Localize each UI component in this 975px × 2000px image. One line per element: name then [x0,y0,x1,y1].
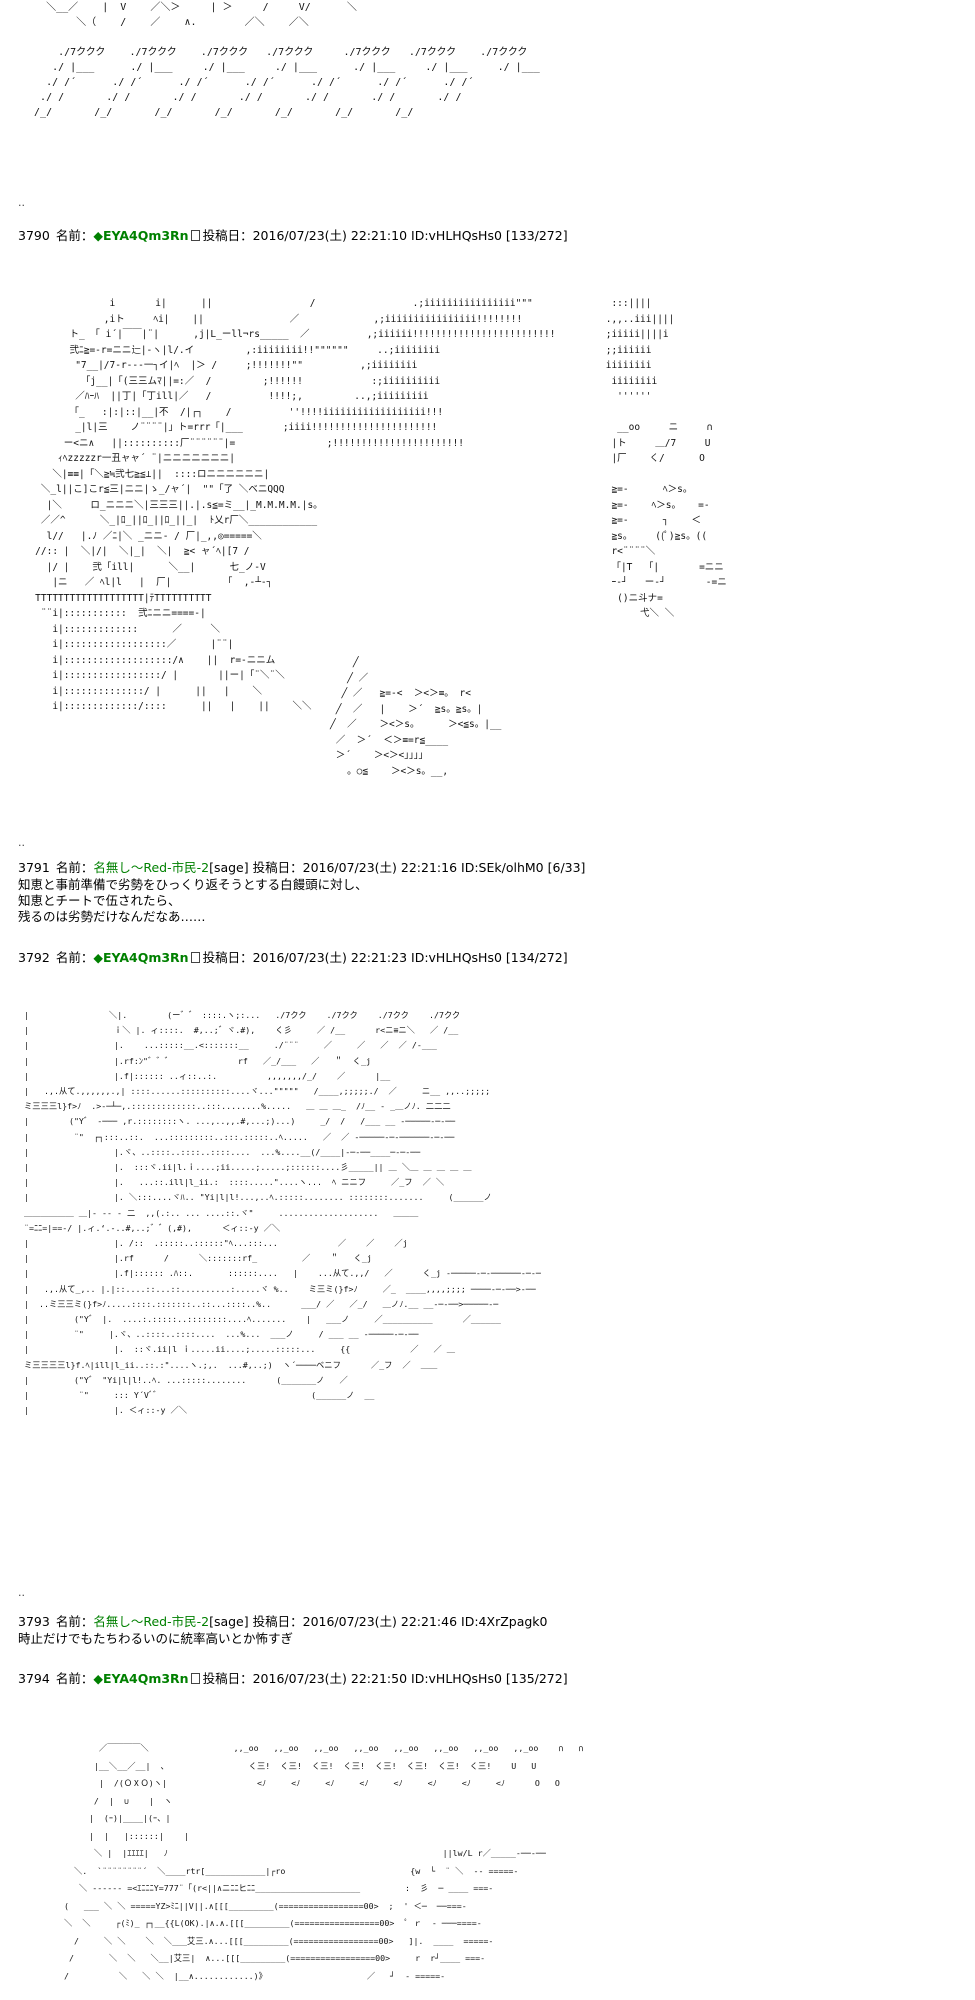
post-number[interactable]: 3792 [18,950,50,965]
ascii-art-3790-left: i i| || / .;iiiiiiiiiiiiiiii""" ,iト ﾍi| … [35,298,556,712]
date-label: 投稿日： [252,1614,303,1629]
name-label: 名前： [55,1671,94,1686]
post-number[interactable]: 3794 [18,1671,50,1686]
date-label: 投稿日： [202,950,253,965]
ascii-art-3792: | ＼|. (ー゛゛ ::::.ヽ;:... ./7クク ./7クク ./7クク… [23,1010,541,1416]
body-line: 残るのは劣勢だけなんだなあ…… [18,909,206,924]
post-count: [133/272] [505,228,568,243]
name-label: 名前： [55,950,94,965]
post-body-3793: 時止だけでもたちわるいのに統率高いとか怖すぎ [18,1631,293,1647]
poster-trip: ◆EYA4Qm3Rn [93,950,189,965]
separator-dots: .. [18,196,25,209]
flag-icon [190,952,200,963]
post-header-3794: 3794 名前：◆EYA4Qm3Rn 投稿日：2016/07/23(土) 22:21… [18,1671,568,1687]
separator-dots: .. [18,1586,25,1599]
poster-trip: ◆EYA4Qm3Rn [93,228,189,243]
post-date: 2016/07/23(土) 22:21:10 [252,228,408,243]
separator-dots: .. [18,836,25,849]
post-header-3792: 3792 名前：◆EYA4Qm3Rn 投稿日：2016/07/23(土) 22:21… [18,950,568,966]
poster-name: 名無し～Red-市民-2 [93,860,210,875]
post-body-3791: 知恵と事前準備で劣勢をひっくり返そうとする白饅頭に対し、 知恵とチートで伍された… [18,877,368,925]
body-line: 知恵と事前準備で劣勢をひっくり返そうとする白饅頭に対し、 [18,877,368,892]
date-label: 投稿日： [252,860,303,875]
post-date: 2016/07/23(土) 22:21:46 [302,1614,458,1629]
post-count: [135/272] [505,1671,568,1686]
name-label: 名前： [55,1614,94,1629]
date-label: 投稿日： [202,228,253,243]
post-count: [6/33] [547,860,586,875]
poster-id[interactable]: ID:vHLHQsHs0 [411,950,502,965]
sage-tag: [sage] [209,1614,249,1629]
flag-icon [190,230,200,241]
name-label: 名前： [55,228,94,243]
post-header-3793: 3793 名前：名無し～Red-市民-2[sage] 投稿日：2016/07/23… [18,1614,548,1630]
poster-id[interactable]: ID:SEk/olhM0 [461,860,544,875]
body-line: 時止だけでもたちわるいのに統率高いとか怖すぎ [18,1631,294,1646]
post-date: 2016/07/23(土) 22:21:50 [252,1671,408,1686]
poster-id[interactable]: ID:vHLHQsHs0 [411,228,502,243]
ascii-art-3790-right: :::|||| .,,..iii|||| ;iiiii||||i ;;iiiii… [605,298,727,619]
post-number[interactable]: 3793 [18,1614,50,1629]
ascii-art-3790-center: ╱ ╱ ／ ╱ ／ ≧=-< ＞<＞≡。 r< ╱ ／ | ＞´ ≧s。≧s。|… [330,657,502,777]
post-number[interactable]: 3790 [18,228,50,243]
post-date: 2016/07/23(土) 22:21:23 [252,950,408,965]
flag-icon [190,1673,200,1684]
poster-name: 名無し～Red-市民-2 [93,1614,210,1629]
date-label: 投稿日： [202,1671,253,1686]
poster-id[interactable]: ID:4XrZpagk0 [461,1614,548,1629]
post-header-3790: 3790 名前：◆EYA4Qm3Rn 投稿日：2016/07/23(土) 22:21… [18,228,568,244]
name-label: 名前： [55,860,94,875]
post-header-3791: 3791 名前：名無し～Red-市民-2[sage] 投稿日：2016/07/23… [18,860,585,876]
post-date: 2016/07/23(土) 22:21:16 [302,860,458,875]
sage-tag: [sage] [209,860,249,875]
ascii-art-3794: ／￣￣￣￣＼ ,,_oo ,,_oo ,,_oo ,,_oo ,,_oo ,,_… [63,1743,584,1981]
poster-trip: ◆EYA4Qm3Rn [93,1671,189,1686]
ascii-art-top: ＼__／ | V ／＼＞ | ＞ / V/ ＼ ＼（ / ／ ∧. ／＼ ／＼ … [34,2,540,118]
poster-id[interactable]: ID:vHLHQsHs0 [411,1671,502,1686]
body-line: 知恵とチートで伍されたら、 [18,893,181,908]
post-number[interactable]: 3791 [18,860,50,875]
post-count: [134/272] [505,950,568,965]
